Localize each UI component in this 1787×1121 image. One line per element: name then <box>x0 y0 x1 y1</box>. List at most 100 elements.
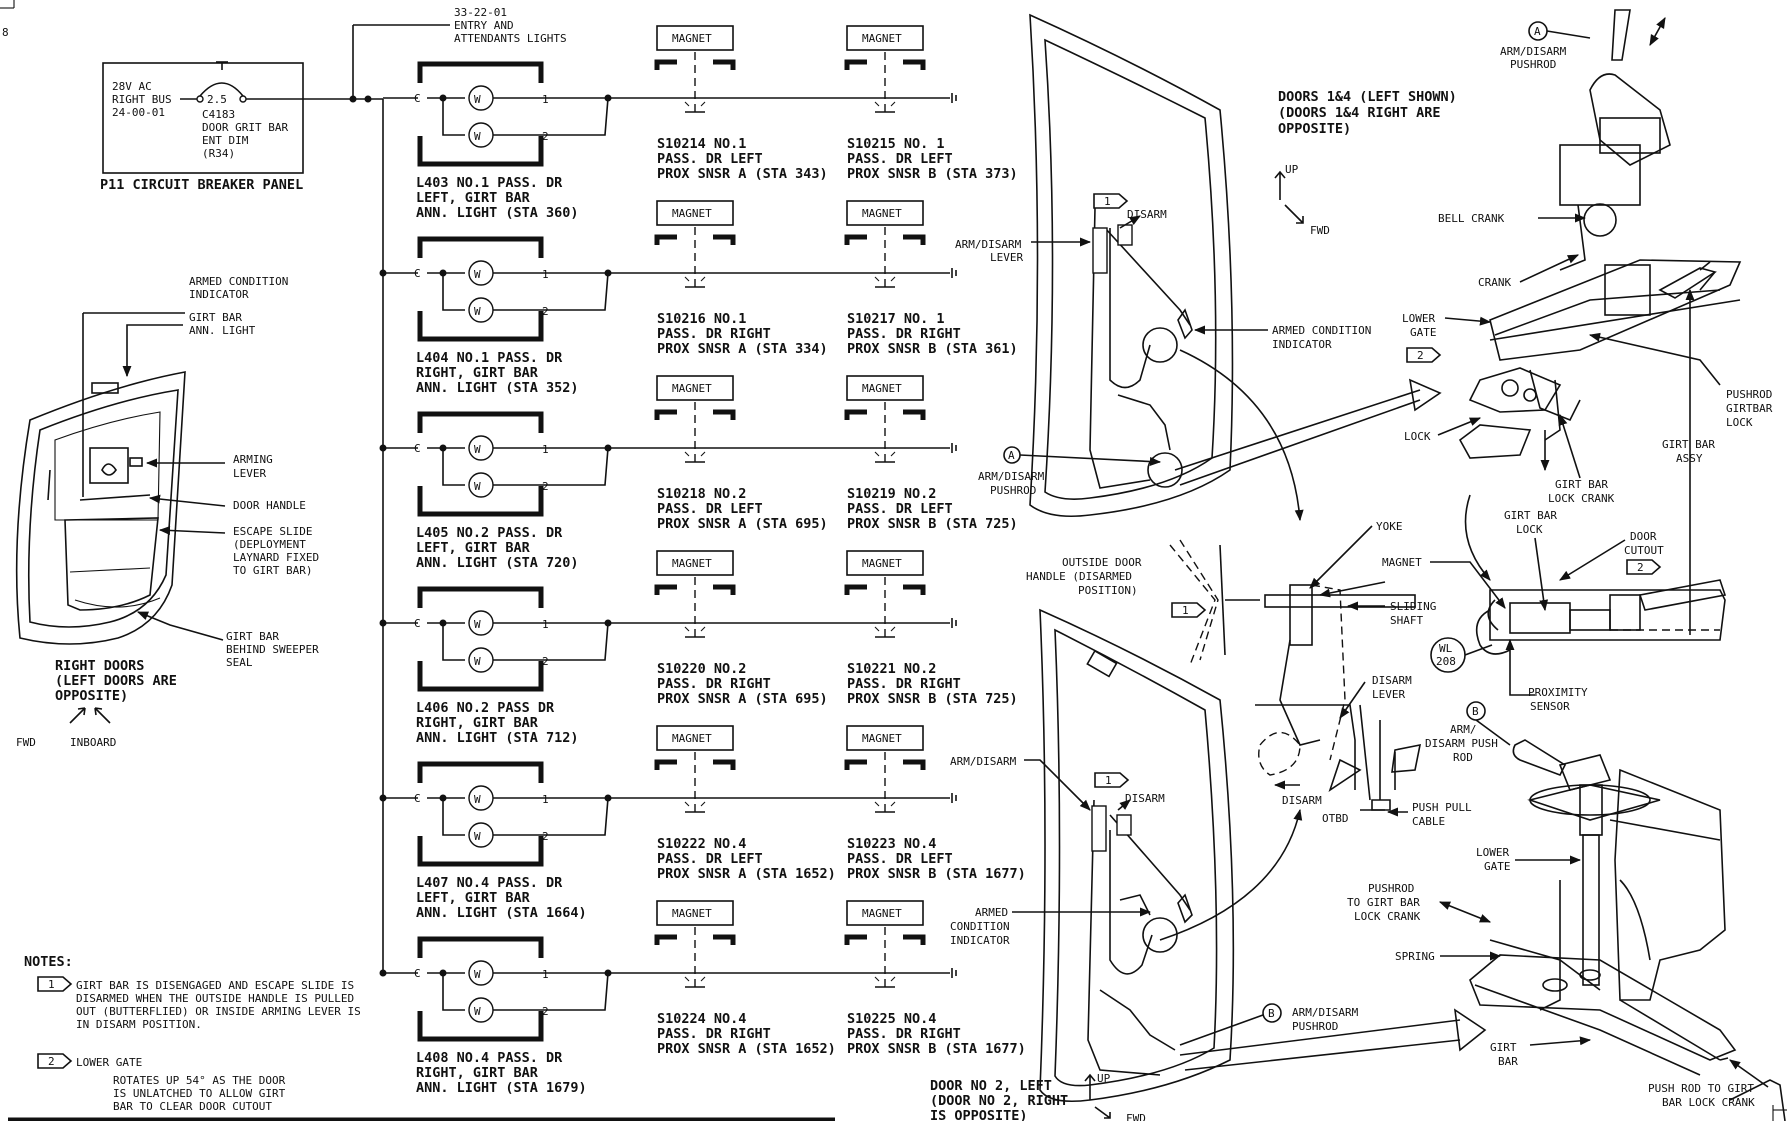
door14-arm-disarm-lever-1: ARM/DISARM <box>955 238 1022 251</box>
note2-title: LOWER GATE <box>76 1056 142 1069</box>
detail-a-bell-crank: BELL CRANK <box>1438 212 1505 225</box>
light-common-label: C <box>414 267 421 280</box>
sensor-bracket <box>654 409 677 420</box>
sensor-b-station: PROX SNSR B (STA 1677) <box>847 866 1026 882</box>
light-door: RIGHT, GIRT BAR <box>416 1065 539 1081</box>
lamp-2 <box>468 297 494 323</box>
door14-up: UP <box>1285 163 1299 176</box>
lamp-1 <box>468 610 494 636</box>
sensor-bracket <box>903 234 926 245</box>
sensor-b-station: PROX SNSR B (STA 361) <box>847 341 1018 357</box>
bus-line-2: RIGHT BUS <box>112 93 172 106</box>
detail-a-wl-1: WL <box>1439 642 1453 655</box>
lamp-1-symbol: W <box>474 618 481 631</box>
door2-armed-indicator-1: ARMED <box>975 906 1008 919</box>
sensor-bracket <box>903 59 926 70</box>
callout-girt-bar-sweeper-2: BEHIND SWEEPER <box>226 643 319 656</box>
light-terminal-2: 2 <box>542 305 549 318</box>
detail-b-pushrod-3: ROD <box>1453 751 1473 764</box>
sensor-bracket <box>654 234 677 245</box>
sensor-mark <box>700 626 706 632</box>
door2-title-1: DOOR NO 2, LEFT <box>930 1078 1052 1094</box>
sliding-shaft-2: SHAFT <box>1390 614 1423 627</box>
door2-title-3: IS OPPOSITE) <box>930 1108 1028 1121</box>
magnet-label: MAGNET <box>672 557 712 570</box>
door14-note-1: 1 <box>1104 195 1111 208</box>
lamp-1-symbol: W <box>474 268 481 281</box>
sensor-bracket <box>713 759 736 770</box>
sensor-bracket <box>903 759 926 770</box>
light-terminal-1: 1 <box>542 968 549 981</box>
magnet-label: MAGNET <box>862 382 902 395</box>
sensor-bracket <box>903 409 926 420</box>
magnet-box <box>656 725 734 751</box>
light-feed-2 <box>442 623 465 661</box>
door-2-illustration: 1 DISARM ARM/DISARM ARMED CONDITION INDI… <box>930 608 1487 1121</box>
magnet-box <box>656 900 734 926</box>
callout-armed-indicator-1: ARMED CONDITION <box>189 275 288 288</box>
light-id: L403 NO.1 PASS. DR <box>416 175 563 191</box>
detail-b-girt-bar-1: GIRT <box>1490 1041 1517 1054</box>
sensor-mark <box>874 451 880 457</box>
light-terminal-1: 1 <box>542 443 549 456</box>
callout-arming-lever-2: LEVER <box>233 467 266 480</box>
door14-pushrod-1: ARM/DISARM <box>978 470 1045 483</box>
light-door: LEFT, GIRT BAR <box>416 190 531 206</box>
lamp-2 <box>468 472 494 498</box>
light-housing-bottom <box>417 311 544 342</box>
sensor-mark <box>684 101 690 107</box>
sensor-mark <box>684 626 690 632</box>
detail-b-mechanism: B ARM/ DISARM PUSH ROD LOWER GATE PUSHRO… <box>1347 701 1786 1121</box>
detail-a-door-cutout-1: DOOR <box>1630 530 1657 543</box>
push-pull-cable-2: CABLE <box>1412 815 1445 828</box>
lamp-2-wire <box>493 622 609 661</box>
door2-armed-indicator-2: CONDITION <box>950 920 1010 933</box>
sensor-bracket <box>844 934 867 945</box>
bus-wiring: 33-22-01 ENTRY AND ATTENDANTS LIGHTS <box>246 6 567 974</box>
callout-arming-lever-1: ARMING <box>233 453 273 466</box>
circuit-breaker-panel: 28V AC RIGHT BUS 24-00-01 2.5 C4183 DOOR… <box>100 61 304 193</box>
sensor-a-door: PASS. DR RIGHT <box>657 676 771 692</box>
callout-escape-slide-3: LAYNARD FIXED <box>233 551 319 564</box>
lamp-2 <box>468 647 494 673</box>
detail-a-proximity-sensor-2: SENSOR <box>1530 700 1570 713</box>
sensor-mark <box>684 801 690 807</box>
light-door: LEFT, GIRT BAR <box>416 890 531 906</box>
page-number: 8 <box>2 26 9 39</box>
notes: NOTES: 1 GIRT BAR IS DISENGAGED AND ESCA… <box>24 954 361 1113</box>
sensor-a-station: PROX SNSR A (STA 343) <box>657 166 828 182</box>
sensor-mark <box>874 101 880 107</box>
magnet-label: MAGNET <box>672 732 712 745</box>
sensor-bracket <box>844 759 867 770</box>
sensor-a-id: S10214 NO.1 <box>657 136 746 152</box>
sensor-bracket <box>713 934 736 945</box>
door2-armed-indicator-3: INDICATOR <box>950 934 1010 947</box>
door2-marker-b: B <box>1268 1007 1275 1020</box>
detail-b-spring: SPRING <box>1395 950 1435 963</box>
callout-escape-slide-2: (DEPLOYMENT <box>233 538 306 551</box>
sensor-b-id: S10217 NO. 1 <box>847 311 945 327</box>
light-housing-top <box>417 761 544 783</box>
sensor-mark <box>890 276 896 282</box>
doors-1-4-illustration: 1 DISARM ARM/DISARM LEVER ARMED CONDITIO… <box>955 13 1457 522</box>
disarm-direction: DISARM <box>1282 794 1322 807</box>
sensor-a-id: S10220 NO.2 <box>657 661 746 677</box>
magnet-label: MAGNET <box>672 207 712 220</box>
magnet-box <box>656 375 734 401</box>
lamp-1-symbol: W <box>474 443 481 456</box>
door2-disarm: DISARM <box>1125 792 1165 805</box>
detail-a-marker: A <box>1534 25 1541 38</box>
detail-a-girt-bar-lock-1: GIRT BAR <box>1504 509 1557 522</box>
callout-door-handle: DOOR HANDLE <box>233 499 306 512</box>
light-housing-bottom <box>417 1011 544 1042</box>
sensor-mark <box>874 276 880 282</box>
callout-armed-indicator-2: INDICATOR <box>189 288 249 301</box>
right-doors-inboard: INBOARD <box>70 736 116 749</box>
light-station: ANN. LIGHT (STA 720) <box>416 555 579 571</box>
door2-pushrod-2: PUSHROD <box>1292 1020 1338 1033</box>
breaker-rating: 2.5 <box>207 93 227 106</box>
detail-a-note-2: 2 <box>1417 349 1424 362</box>
detail-a-door-cutout-2: CUTOUT <box>1624 544 1664 557</box>
detail-a-magnet: MAGNET <box>1382 556 1422 569</box>
door2-arm-disarm: ARM/DISARM <box>950 755 1017 768</box>
